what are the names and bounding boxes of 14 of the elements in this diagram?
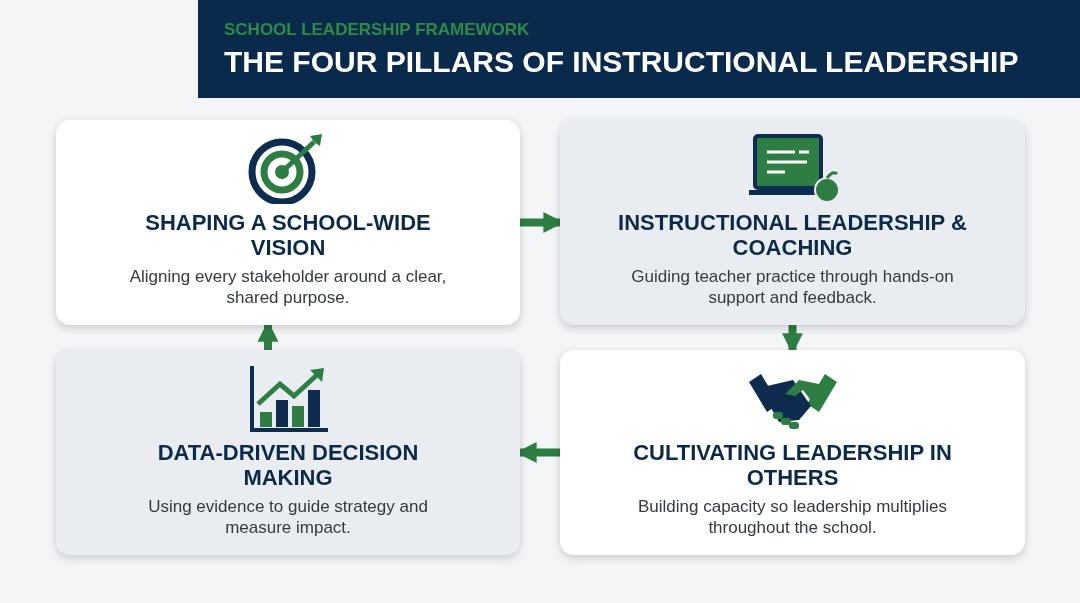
pillar-card xyxy=(560,120,1025,325)
card-heading: INSTRUCTIONAL LEADERSHIP & COACHING xyxy=(617,210,968,260)
title: THE FOUR PILLARS OF INSTRUCTIONAL LEADERSHIP xyxy=(224,44,1019,80)
card-description: Aligning every stakeholder around a clear, shared purpose. xyxy=(128,266,448,308)
card-heading: DATA-DRIVEN DECISION MAKING xyxy=(156,440,420,490)
card-heading: CULTIVATING LEADERSHIP IN OTHERS xyxy=(632,440,953,490)
card-description: Building capacity so leadership multiplies throughout the school. xyxy=(637,496,948,538)
pillar-card xyxy=(56,120,520,325)
card-heading: SHAPING A SCHOOL-WIDE VISION xyxy=(144,210,432,260)
subtitle: SCHOOL LEADERSHIP FRAMEWORK xyxy=(224,20,530,40)
card-description: Guiding teacher practice through hands-on support and feedback. xyxy=(630,266,955,308)
pillar-card xyxy=(56,350,520,555)
card-description: Using evidence to guide strategy and measure impact. xyxy=(147,496,429,538)
pillar-card xyxy=(560,350,1025,555)
